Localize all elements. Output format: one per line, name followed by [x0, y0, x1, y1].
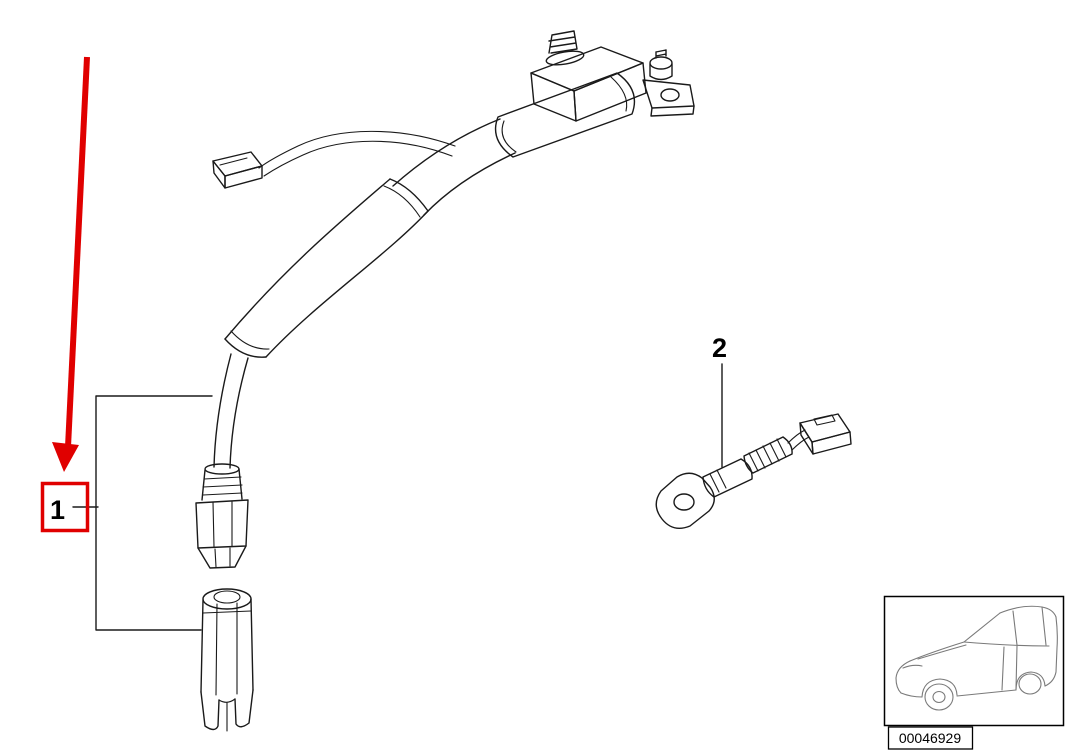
car-rear-wheel: [1018, 673, 1042, 695]
clamp-body-side: [573, 62, 647, 122]
callout-1-highlight-box: [40, 481, 90, 533]
callout-1-label[interactable]: 1: [50, 495, 65, 525]
car-a-pillar: [963, 612, 1001, 643]
wrap-top-cap: [389, 178, 429, 212]
clamp-bolt-collar: [545, 50, 585, 66]
fitting-crimp-top: [204, 463, 240, 475]
lead-wire: [787, 429, 810, 451]
car-front-fascia: [895, 660, 911, 694]
part-number-frame: [887, 726, 974, 750]
main-cable-assembly: [195, 30, 695, 732]
car-hood-crease: [917, 644, 967, 660]
ribbed-section-ribs: [748, 438, 787, 472]
callout-2-label[interactable]: 2: [712, 333, 727, 363]
cable-lower-run: [213, 353, 249, 469]
battery-terminal-clamp: [530, 30, 695, 122]
lower-fitting-slit: [218, 698, 236, 732]
upper-fitting: [195, 463, 249, 569]
callout-2: 2: [712, 333, 727, 468]
car-rear-end: [1044, 616, 1058, 687]
ring-terminal: [655, 472, 715, 529]
car-sill: [956, 689, 1017, 697]
wire-connector-detail: [219, 157, 248, 166]
protective-wrap: [224, 178, 429, 358]
red-arrow-head: [52, 442, 79, 472]
vehicle-thumbnail: [883, 595, 1065, 727]
fitting-taper-facets: [214, 547, 231, 568]
part-number-box: 00046929: [887, 726, 974, 750]
wire-connector-bottom: [224, 165, 263, 189]
callout-1: 1: [40, 56, 213, 631]
wire-connector-front: [212, 160, 226, 189]
crimp-barrel: [702, 458, 753, 498]
sleeve-outline: [494, 72, 636, 158]
car-c-pillar: [1041, 606, 1047, 646]
part-number-text: 00046929: [899, 730, 962, 746]
lower-fitting-body: [200, 598, 254, 693]
lower-fitting-prong-left: [200, 691, 220, 731]
lower-fitting-ring-outer: [202, 588, 252, 610]
sleeve-cap-left: [501, 120, 517, 153]
sleeve-cap-right: [610, 76, 628, 112]
fitting-crimp-bands: [202, 476, 243, 496]
wrap-outer-edge: [265, 210, 429, 358]
fitting-taper: [197, 545, 247, 569]
clamp-bolt-threads: [548, 30, 578, 54]
branch-wire-lines: [258, 130, 456, 177]
branch-wire: [212, 130, 456, 189]
clamp-nut: [649, 56, 673, 70]
lower-fitting: [200, 588, 254, 732]
car-front-wheel-arch: [921, 678, 958, 698]
clamp-bracket: [642, 79, 695, 109]
callout-1-bracket: [95, 395, 213, 631]
car-rear-wheel-arch: [1015, 671, 1046, 691]
plug-connector-front: [811, 431, 852, 455]
lower-fitting-prong-right: [234, 689, 254, 728]
car-hood: [909, 641, 965, 662]
fitting-hex-body: [195, 499, 249, 549]
car-door-line-2: [1015, 645, 1018, 690]
clamp-bracket-hole: [660, 88, 680, 102]
car-beltline: [963, 641, 1050, 647]
clamp-stud-threads: [655, 49, 667, 59]
car-outline: [895, 605, 1058, 711]
crimp-barrel-bands: [709, 469, 727, 493]
wrap-top-band: [383, 185, 421, 218]
car-b-pillar: [1012, 610, 1018, 646]
lower-fitting-ring-inner: [213, 590, 241, 604]
clamp-nut-body: [649, 63, 673, 81]
car-headlight: [902, 664, 923, 669]
part-2-assembly: [655, 413, 852, 529]
car-front-lower: [900, 692, 923, 698]
cable-sleeve: [494, 72, 636, 158]
lower-fitting-ridge: [202, 610, 252, 614]
car-front-hub: [932, 690, 946, 704]
ring-terminal-hole: [673, 493, 695, 511]
wrap-bottom-cap: [224, 338, 267, 358]
car-door-line-1: [1001, 646, 1005, 691]
lower-fitting-facets: [215, 602, 238, 696]
cable-upper-run: [392, 118, 516, 216]
fitting-hex-facets: [212, 500, 233, 548]
car-front-wheel: [924, 683, 954, 711]
plug-connector-latch: [813, 414, 836, 426]
red-arrow-shaft: [65, 56, 90, 448]
wrap-inner-edge: [224, 178, 391, 340]
clamp-bracket-thickness: [650, 105, 695, 117]
wrap-bottom-band: [230, 330, 270, 350]
vehicle-thumbnail-frame: [883, 595, 1065, 727]
plug-connector-side: [799, 422, 814, 455]
